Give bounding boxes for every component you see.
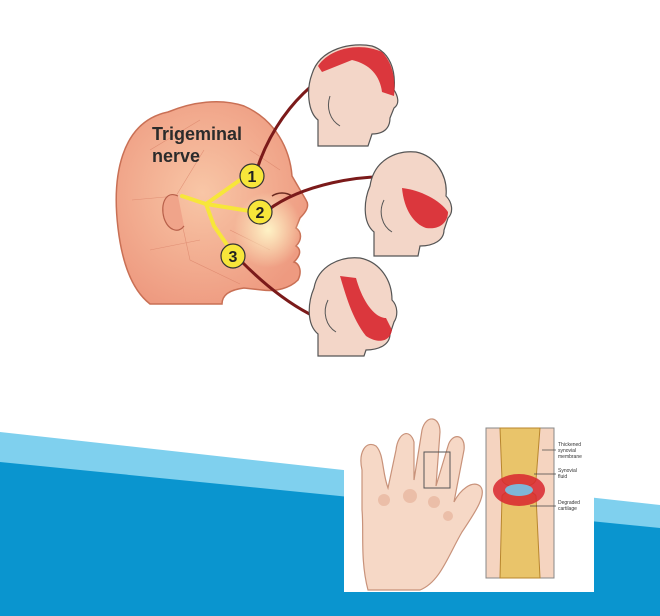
- callout-lines: [530, 449, 556, 507]
- label-cartilage: cartilage: [558, 506, 577, 512]
- branch-number-1: 1: [248, 169, 257, 186]
- arthritis-illustration: Thickened synovial membrane Synovial flu…: [360, 418, 582, 591]
- label-membrane: membrane: [558, 454, 582, 460]
- label-degraded: Degraded: [558, 500, 580, 506]
- branch-number-2: 2: [256, 205, 265, 222]
- branch-marker-3: 3: [220, 243, 246, 269]
- label-thickened: Thickened: [558, 442, 581, 448]
- small-head-2: [364, 151, 453, 257]
- ear-shape: [162, 194, 185, 231]
- branch-marker-2: 2: [247, 199, 273, 225]
- small-head-3: [308, 257, 398, 357]
- label-synovial-2: Synovial: [558, 468, 577, 474]
- branch-number-3: 3: [229, 249, 238, 266]
- arthritis-illustration-panel: Thickened synovial membrane Synovial flu…: [344, 410, 594, 592]
- branch-marker-1: 1: [239, 163, 265, 189]
- trigeminal-title-line2: nerve: [152, 146, 200, 166]
- label-synovial-1: synovial: [558, 448, 576, 454]
- trigeminal-title-line1: Trigeminal: [152, 124, 242, 144]
- label-fluid: fluid: [558, 474, 567, 480]
- hand-illustration: [360, 418, 483, 591]
- joint-cross-section: [485, 427, 555, 579]
- small-head-1: [308, 44, 399, 147]
